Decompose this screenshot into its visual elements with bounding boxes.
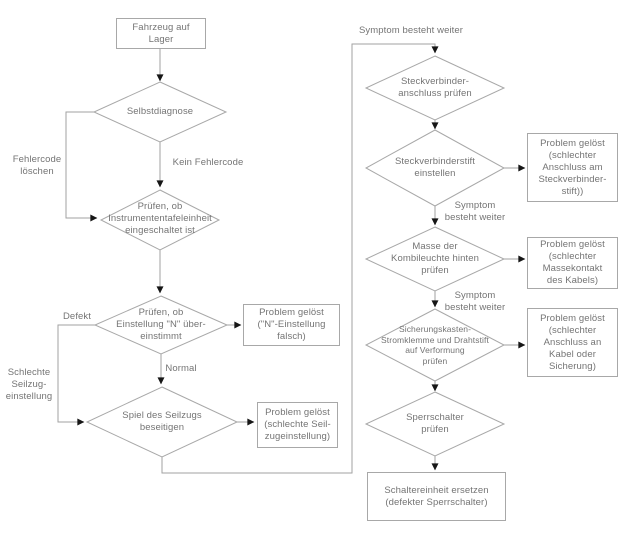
result-box-n-einstellung: Problem gelöst ("N"-Einstellung falsch) [243, 304, 340, 346]
connector-defekt-loop [57, 324, 95, 426]
edge-label-symptom-weiter-3: Symptom besteht weiter [444, 290, 506, 313]
edge-label-kein-fehlercode: Kein Fehlercode [172, 157, 244, 168]
edge-label-symptom-weiter-top: Symptom besteht weiter [358, 25, 464, 36]
label-masse-kombileuchte: Masse der Kombileuchte hinten prüfen [391, 241, 479, 276]
result-box-steckverbinderstift: Problem gelöst (schlechter Anschluss am … [527, 133, 618, 202]
edge-label-normal: Normal [165, 363, 197, 374]
edge-label-fehlercode-loeschen: Fehlercode löschen [12, 154, 62, 177]
start-box: Fahrzeug auf Lager [116, 18, 206, 49]
label-seilzug: Spiel des Seilzugs beseitigen [122, 410, 202, 433]
label-steckverbinder-anschluss: Steckverbinder- anschluss prüfen [398, 76, 472, 99]
label-steckverbinderstift: Steckverbinderstift einstellen [394, 156, 476, 179]
label-instrumententafel: Prüfen, ob Instrumententafeleinheit eing… [108, 201, 212, 236]
connector-symptom-weiter-top [161, 43, 439, 474]
end-box-schaltereinheit: Schaltereinheit ersetzen (defekter Sperr… [367, 472, 506, 521]
label-selbstdiagnose: Selbstdiagnose [126, 106, 194, 117]
connector-fehlercode-loop [65, 111, 98, 222]
result-box-kabel-sicherung: Problem gelöst (schlechter Anschluss an … [527, 308, 618, 377]
label-sperrschalter: Sperrschalter prüfen [406, 412, 464, 435]
edge-label-schlechte-seilzugeinstellung: Schlechte Seilzug- einstellung [5, 367, 53, 402]
label-sicherungskasten: Sicherungskasten- Stromklemme und Drahts… [381, 324, 489, 366]
result-box-seilzugeinstellung: Problem gelöst (schlechte Seil- zugeinst… [257, 402, 338, 448]
edge-label-symptom-weiter-2: Symptom besteht weiter [444, 200, 506, 223]
label-einstellung-n: Prüfen, ob Einstellung "N" über- einstim… [116, 307, 206, 342]
edge-label-defekt: Defekt [62, 311, 92, 322]
result-box-massekontakt: Problem gelöst (schlechter Massekontakt … [527, 237, 618, 289]
